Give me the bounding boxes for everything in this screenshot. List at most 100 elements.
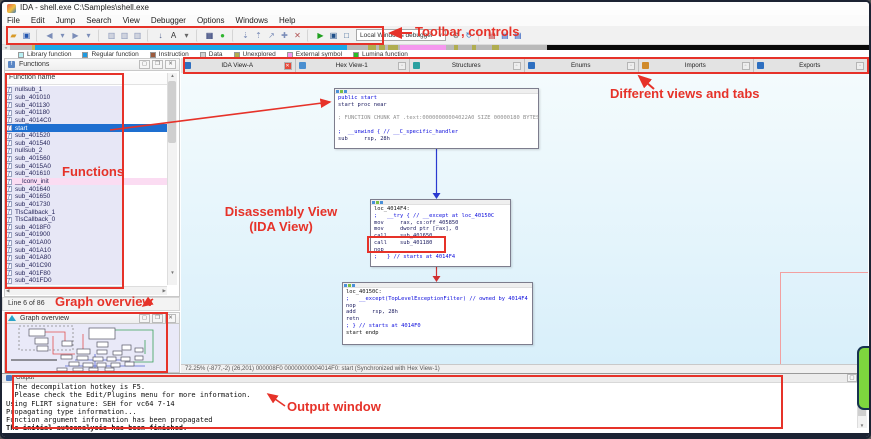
functions-vscroll-thumb[interactable] bbox=[168, 81, 176, 143]
tab-close-icon[interactable]: ▫ bbox=[627, 61, 635, 70]
menu-item[interactable]: Help bbox=[278, 16, 296, 25]
menu-item[interactable]: Edit bbox=[30, 16, 45, 25]
watches-1[interactable]: ▤ bbox=[501, 30, 509, 40]
menu-item[interactable]: Windows bbox=[235, 16, 268, 25]
breakpoints[interactable]: ▤ bbox=[488, 30, 496, 40]
refresh[interactable]: ↻ bbox=[465, 30, 473, 40]
sep1[interactable] bbox=[36, 28, 43, 42]
float-icon[interactable]: ❐ bbox=[152, 60, 163, 69]
output-console[interactable]: The decompilation hotkey is F5. Please c… bbox=[2, 383, 869, 433]
debug-stop[interactable]: □ bbox=[344, 30, 349, 40]
step-over[interactable]: ⇡ bbox=[255, 30, 262, 40]
copy-3[interactable]: ▥ bbox=[133, 30, 142, 40]
maximize-icon[interactable]: ▢ bbox=[847, 374, 857, 382]
text-dropdown[interactable]: ▾ bbox=[184, 30, 189, 40]
sep5[interactable] bbox=[232, 28, 239, 42]
forward[interactable]: ▶ bbox=[72, 30, 79, 40]
basic-block-loc_4014F4[interactable]: loc_4014F4:; __try { // __except at loc_… bbox=[370, 199, 511, 267]
functions-column-header[interactable]: Function name bbox=[5, 73, 167, 85]
tab-close-icon[interactable]: ▫ bbox=[398, 61, 406, 70]
sep4[interactable] bbox=[196, 28, 203, 42]
screen[interactable]: ▦ bbox=[205, 30, 214, 40]
save[interactable]: ▣ bbox=[22, 30, 31, 40]
menu-item[interactable]: Options bbox=[196, 16, 225, 25]
functions-vscrollbar[interactable]: ▲▼ bbox=[167, 73, 177, 285]
menu-item[interactable]: Search bbox=[86, 16, 112, 25]
maximize-icon[interactable]: ▢ bbox=[139, 60, 150, 69]
forward-dropdown[interactable]: ▾ bbox=[86, 30, 91, 40]
close-icon[interactable]: ✕ bbox=[165, 313, 176, 323]
copy-2[interactable]: ▥ bbox=[120, 30, 129, 40]
debug-pause[interactable]: ▣ bbox=[329, 30, 338, 40]
cancel[interactable]: ✕ bbox=[294, 30, 301, 40]
back[interactable]: ◀ bbox=[46, 30, 53, 40]
menu-item[interactable]: Debugger bbox=[150, 16, 186, 25]
tab-close-icon[interactable]: ▫ bbox=[856, 61, 864, 70]
scroll-left-icon[interactable]: ◀ bbox=[6, 288, 10, 293]
close-icon[interactable]: ✕ bbox=[165, 60, 176, 69]
step-into[interactable]: ⇣ bbox=[242, 30, 249, 40]
sep6[interactable] bbox=[307, 28, 314, 42]
maximize-icon[interactable]: ▢ bbox=[139, 313, 150, 323]
open-file[interactable]: ▰ bbox=[10, 30, 17, 40]
view-tab[interactable]: Hex View-1 ▫ bbox=[295, 58, 410, 73]
view-tab[interactable]: IDA View-A ✕ bbox=[181, 58, 296, 73]
scroll-right-icon[interactable]: ▶ bbox=[162, 288, 166, 293]
sep2[interactable] bbox=[98, 28, 105, 42]
run-until[interactable]: ↗ bbox=[268, 30, 275, 40]
jump-down[interactable]: ↓ bbox=[158, 30, 163, 40]
view-tab[interactable]: Exports ▫ bbox=[753, 58, 868, 73]
analysis-state[interactable]: ● bbox=[220, 30, 225, 40]
menu-item[interactable]: Jump bbox=[55, 16, 76, 25]
scroll-down-icon[interactable]: ▼ bbox=[859, 423, 865, 428]
attach[interactable]: ⚙ bbox=[452, 30, 460, 40]
copy-1[interactable]: ▥ bbox=[107, 30, 116, 40]
tab-close-icon[interactable]: ▫ bbox=[741, 61, 750, 70]
menu-item[interactable]: View bbox=[122, 16, 140, 25]
back-dropdown[interactable]: ▾ bbox=[60, 30, 65, 40]
view-tab[interactable]: Structures ▫ bbox=[410, 58, 525, 73]
debug-start[interactable]: ▶ bbox=[317, 30, 324, 40]
view-tab[interactable]: Enums ▫ bbox=[524, 58, 639, 73]
basic-block-loc_40150C[interactable]: loc_40150C:; __except(TopLevelExceptionF… bbox=[342, 282, 533, 345]
scroll-down-icon[interactable]: ▼ bbox=[170, 270, 175, 275]
green-side-tab[interactable] bbox=[857, 346, 869, 410]
text[interactable]: A bbox=[170, 30, 177, 40]
sep7[interactable] bbox=[478, 28, 485, 42]
graph-overview-canvas[interactable] bbox=[4, 324, 180, 373]
tab-close-icon[interactable]: ✕ bbox=[283, 61, 292, 70]
float-icon[interactable]: ❐ bbox=[152, 313, 163, 323]
sep3[interactable] bbox=[147, 28, 154, 42]
navband-arrows[interactable]: ‹› bbox=[2, 45, 10, 50]
watches-2[interactable]: ▤ bbox=[514, 30, 522, 40]
tab-close-icon[interactable]: ▫ bbox=[512, 61, 521, 70]
functions-hscrollbar[interactable]: ◀▶ bbox=[5, 286, 167, 295]
navigation-band[interactable] bbox=[2, 45, 869, 50]
menu-item[interactable]: File bbox=[7, 16, 20, 25]
